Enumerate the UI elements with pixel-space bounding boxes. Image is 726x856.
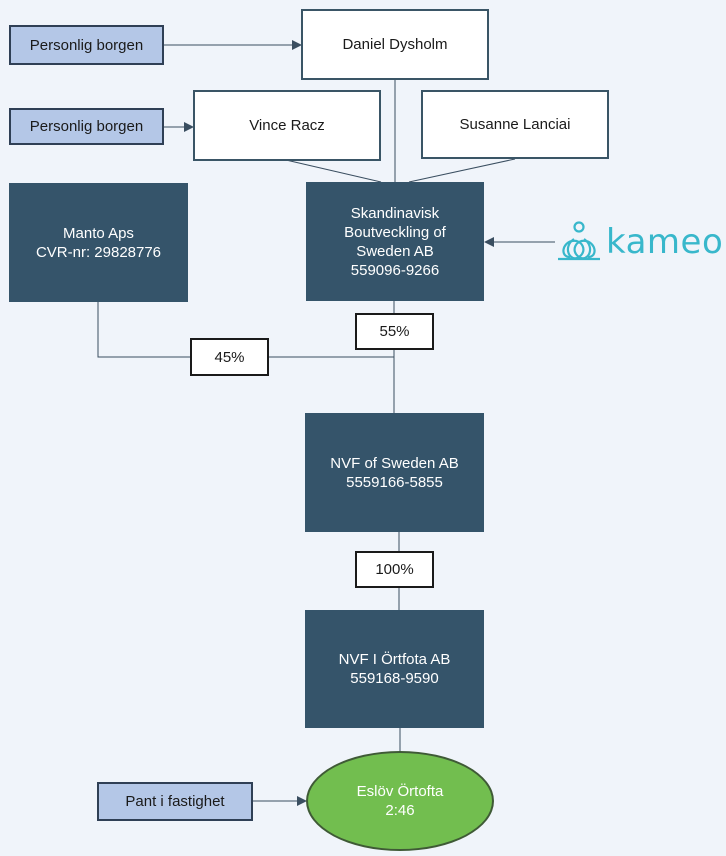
- owner-box-vince-racz: Vince Racz: [193, 90, 381, 161]
- company-box-nvf-i-ortfota: NVF I Örtfota AB 559168-9590: [305, 610, 484, 728]
- collateral-box-pant-i-fastighet: Pant i fastighet: [97, 782, 253, 821]
- ownership-label-100: 100%: [355, 551, 434, 588]
- company-box-nvf-of-sweden: NVF of Sweden AB 5559166-5855: [305, 413, 484, 532]
- owner-box-daniel-dysholm: Daniel Dysholm: [301, 9, 489, 80]
- line-susanne-to-skandinavisk: [408, 158, 516, 183]
- kameo-logo: kameo: [556, 220, 723, 264]
- company-box-skandinavisk-boutveckling: Skandinavisk Boutveckling of Sweden AB 5…: [306, 182, 484, 301]
- owner-box-susanne-lanciai: Susanne Lanciai: [421, 90, 609, 159]
- line-manto-to-nvf: [97, 302, 394, 358]
- ownership-label-45: 45%: [190, 338, 269, 376]
- kameo-logo-icon: [558, 221, 600, 261]
- property-ellipse-eslov-ortofta: Eslöv Örtofta 2:46: [306, 751, 494, 851]
- guarantee-box-vince: Personlig borgen: [9, 108, 164, 145]
- ownership-label-55: 55%: [355, 313, 434, 350]
- kameo-logo-text: kameo: [606, 222, 724, 262]
- guarantee-box-daniel: Personlig borgen: [9, 25, 164, 65]
- company-box-manto-aps: Manto Aps CVR-nr: 29828776: [9, 183, 188, 302]
- line-vince-to-skandinavisk: [285, 159, 382, 183]
